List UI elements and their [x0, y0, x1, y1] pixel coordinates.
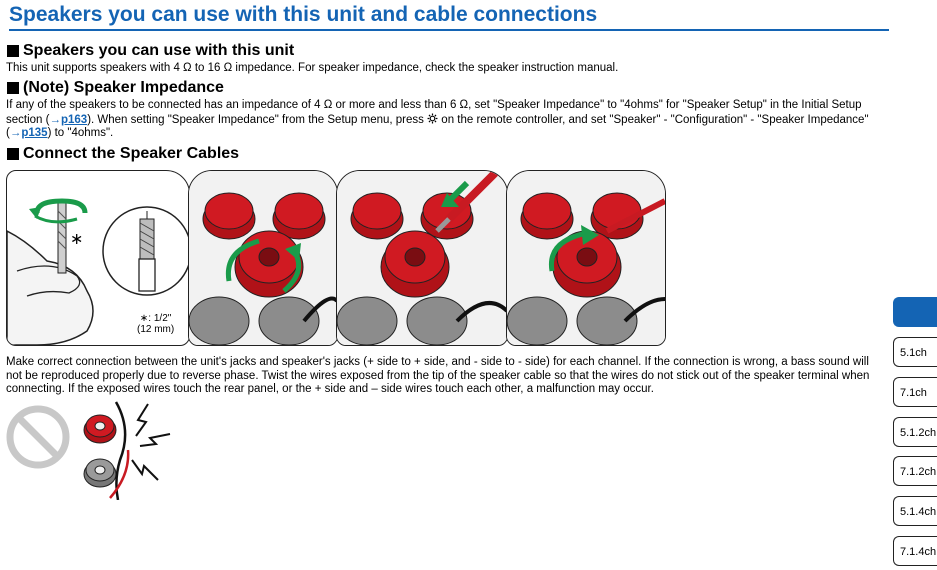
prohibited-icon [6, 405, 70, 469]
tab-active[interactable] [893, 297, 937, 327]
square-bullet-icon [7, 81, 19, 94]
loosen-terminal-illustration [189, 171, 337, 345]
tab-7-1-4ch[interactable]: 7.1.4ch [893, 536, 937, 566]
square-bullet-icon [7, 147, 19, 160]
square-bullet-icon [7, 44, 19, 57]
tighten-terminal-illustration [507, 171, 665, 345]
illustration-tighten-terminal [506, 170, 666, 346]
tab-5-1-4ch[interactable]: 5.1.4ch [893, 496, 937, 526]
length-note: ∗: 1/2" (12 mm) [137, 313, 175, 335]
illustration-twist-wires: ∗ ∗: 1/2" (12 mm) [6, 170, 190, 346]
tab-5-1ch[interactable]: 5.1ch [893, 337, 937, 367]
connect-cables-text: Make correct connection between the unit… [6, 356, 870, 395]
speakers-text: This unit supports speakers with 4 Ω to … [6, 62, 619, 74]
page-title: Speakers you can use with this unit and … [9, 2, 889, 31]
tab-5-1-2ch[interactable]: 5.1.2ch [893, 417, 937, 447]
twist-wire-illustration [7, 198, 189, 345]
link-p135[interactable]: p135 [21, 127, 48, 139]
tab-7-1ch[interactable]: 7.1ch [893, 377, 937, 407]
section-heading-speakers: Speakers you can use with this unit [7, 41, 294, 60]
short-circuit-illustration [83, 401, 171, 500]
link-p163[interactable]: p163 [60, 113, 88, 126]
illustration-insert-wire [336, 170, 508, 346]
section-heading-impedance: (Note) Speaker Impedance [7, 78, 224, 97]
tab-7-1-2ch[interactable]: 7.1.2ch [893, 456, 937, 486]
asterisk-mark: ∗ [70, 231, 84, 248]
section-heading-cables: Connect the Speaker Cables [7, 144, 239, 163]
insert-wire-illustration [337, 171, 507, 345]
illustration-loosen-terminal [188, 170, 338, 346]
impedance-text: If any of the speakers to be connected h… [6, 99, 869, 139]
gear-icon [427, 113, 438, 123]
